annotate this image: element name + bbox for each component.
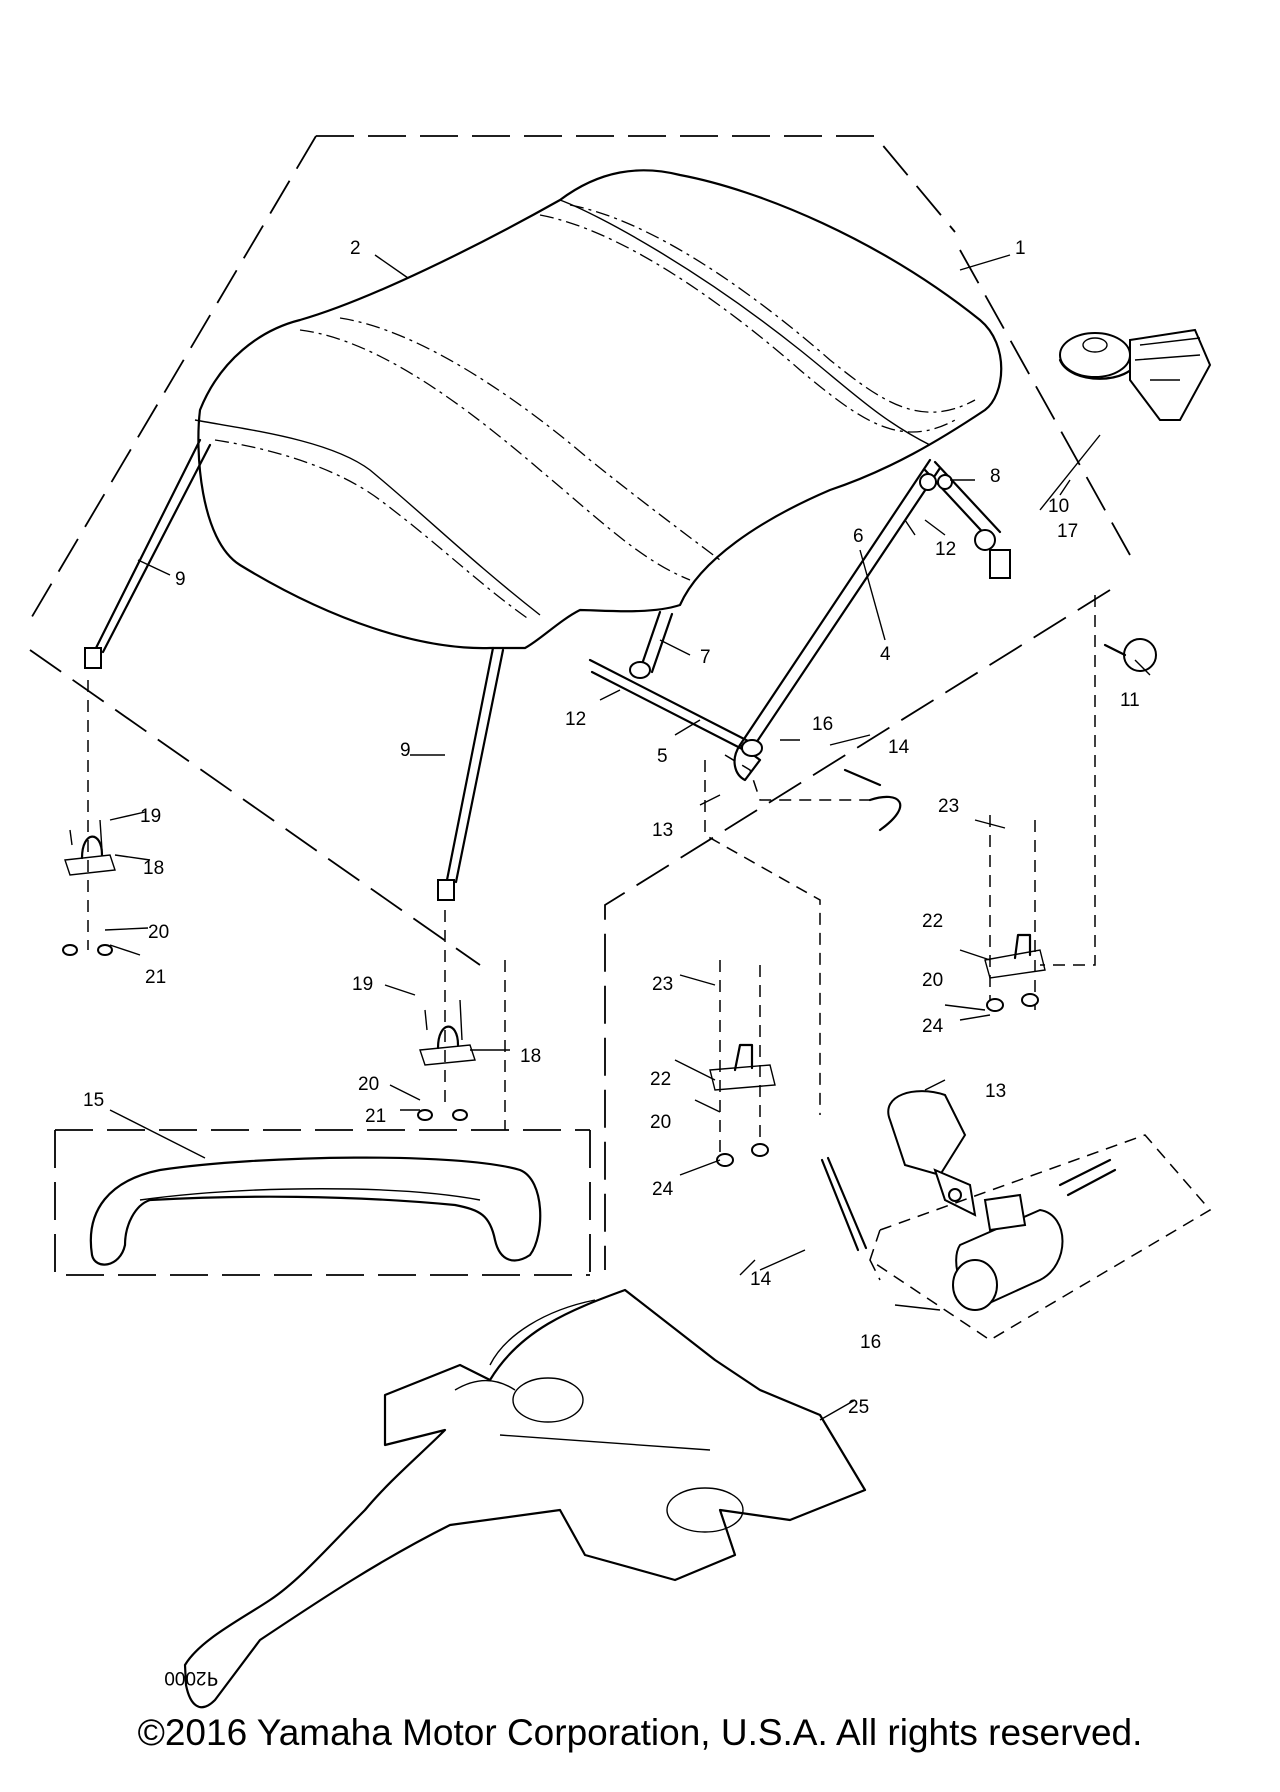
- callout-20d: 20: [922, 970, 943, 991]
- callout-13b: 13: [985, 1081, 1006, 1102]
- callout-17: 17: [1057, 521, 1078, 542]
- callout-24b: 24: [922, 1016, 944, 1037]
- callout-20b: 20: [358, 1074, 379, 1095]
- callout-9a: 9: [175, 569, 186, 590]
- callout-5: 5: [657, 746, 668, 767]
- callout-24a: 24: [652, 1179, 674, 1200]
- callout-2: 2: [350, 238, 361, 259]
- callout-18a: 18: [143, 858, 164, 879]
- callout-20c: 20: [650, 1112, 671, 1133]
- frame-fittings: [629, 328, 1212, 757]
- callout-18b: 18: [520, 1046, 541, 1067]
- mat-logo: ꟼ2000: [164, 1667, 218, 1688]
- hinge-detail: [820, 1090, 1212, 1341]
- callout-14a: 14: [888, 737, 910, 758]
- callout-16b: 16: [860, 1332, 881, 1353]
- callout-13a: 13: [652, 820, 673, 841]
- callout-22a: 22: [650, 1069, 671, 1090]
- callout-21b: 21: [365, 1106, 386, 1127]
- bimini-top-canvas: [194, 169, 1003, 650]
- callout-19b: 19: [352, 974, 373, 995]
- leader-lines: [104, 254, 1151, 1421]
- copyright-notice: ©2016 Yamaha Motor Corporation, U.S.A. A…: [137, 1712, 1143, 1753]
- callout-25: 25: [848, 1397, 869, 1418]
- callout-1: 1: [1015, 238, 1026, 259]
- callout-12b: 12: [565, 709, 586, 730]
- callout-23b: 23: [938, 796, 959, 817]
- callout-21a: 21: [145, 967, 166, 988]
- callout-16a: 16: [812, 714, 833, 735]
- callout-6: 6: [853, 526, 864, 547]
- callout-11: 11: [1120, 690, 1140, 711]
- callout-22b: 22: [922, 911, 943, 932]
- floor-mat: ꟼ2000: [164, 1288, 867, 1709]
- mount-hardware: [62, 595, 1096, 1167]
- callout-20a: 20: [148, 922, 169, 943]
- callout-19a: 19: [140, 806, 161, 827]
- frame-tubes: [84, 438, 1002, 901]
- callout-labels: 1 2 4 5 6 7 8 9 9 10 11 12 12 13 13 14 1…: [83, 238, 1140, 1418]
- callout-9b: 9: [400, 740, 411, 761]
- callout-23a: 23: [652, 974, 673, 995]
- callout-14b: 14: [750, 1269, 772, 1290]
- callout-10: 10: [1048, 496, 1069, 517]
- callout-7: 7: [700, 647, 711, 668]
- assembly-boundary: [29, 135, 1131, 1276]
- callout-12a: 12: [935, 539, 956, 560]
- grab-handle: [89, 1156, 542, 1266]
- callout-8: 8: [990, 466, 1001, 487]
- callout-4: 4: [880, 644, 891, 665]
- callout-15: 15: [83, 1090, 104, 1111]
